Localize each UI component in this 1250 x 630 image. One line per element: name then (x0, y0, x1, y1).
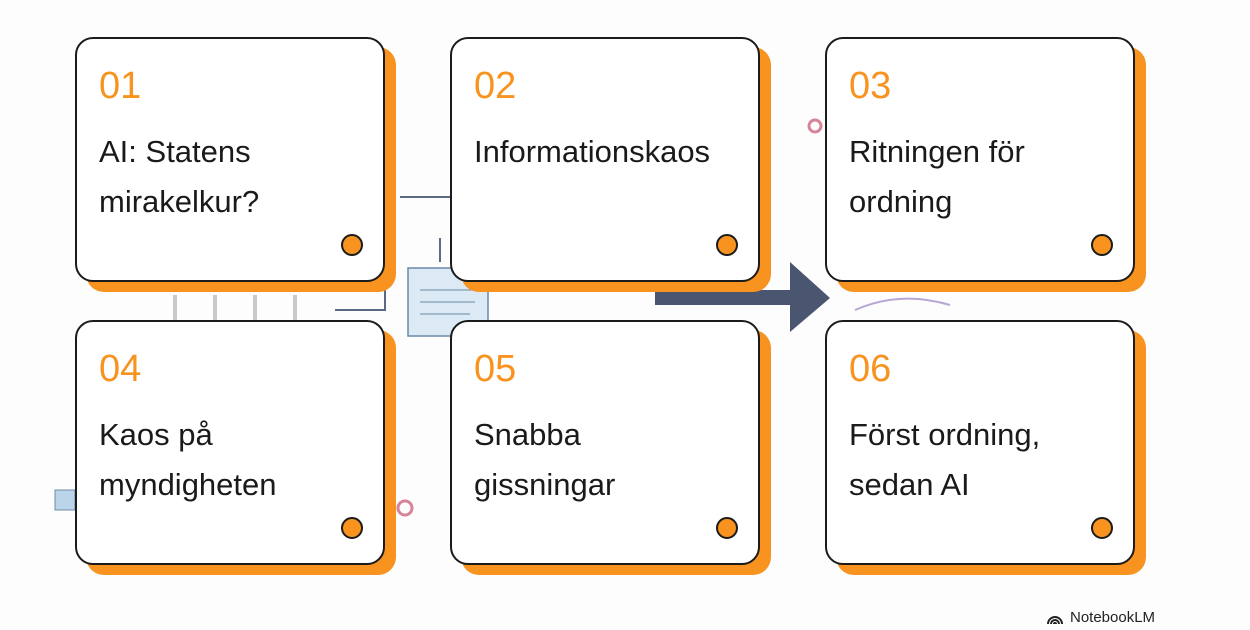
card-title: Kaos på myndigheten (99, 417, 277, 502)
card-03[interactable]: 03 Ritningen för ordning (825, 37, 1135, 282)
card-number: 04 (99, 348, 142, 390)
card-05[interactable]: 05 Snabba gissningar (450, 320, 760, 565)
notebooklm-brand: NotebookLM (1046, 609, 1155, 626)
orange-dot-icon (1091, 517, 1113, 539)
card-title: Ritningen för ordning (849, 134, 1025, 219)
card-01[interactable]: 01 AI: Statens mirakelkur? (75, 37, 385, 282)
card-title: AI: Statens mirakelkur? (99, 134, 260, 219)
orange-dot-icon (716, 234, 738, 256)
orange-dot-icon (341, 234, 363, 256)
card-06[interactable]: 06 Först ordning, sedan AI (825, 320, 1135, 565)
card-04[interactable]: 04 Kaos på myndigheten (75, 320, 385, 565)
brand-label: NotebookLM (1070, 609, 1156, 626)
notebooklm-logo-icon (1047, 615, 1063, 624)
card-number: 02 (474, 65, 517, 107)
card-title: Först ordning, sedan AI (849, 417, 1041, 502)
card-number: 03 (849, 65, 892, 107)
card-number: 06 (849, 348, 892, 390)
orange-dot-icon (716, 517, 738, 539)
card-02[interactable]: 02 Informationskaos (450, 37, 760, 282)
card-number: 01 (99, 65, 142, 107)
orange-dot-icon (1091, 234, 1113, 256)
card-title: Informationskaos (474, 134, 711, 169)
card-title: Snabba gissningar (474, 417, 616, 502)
card-number: 05 (474, 348, 517, 390)
orange-dot-icon (341, 517, 363, 539)
